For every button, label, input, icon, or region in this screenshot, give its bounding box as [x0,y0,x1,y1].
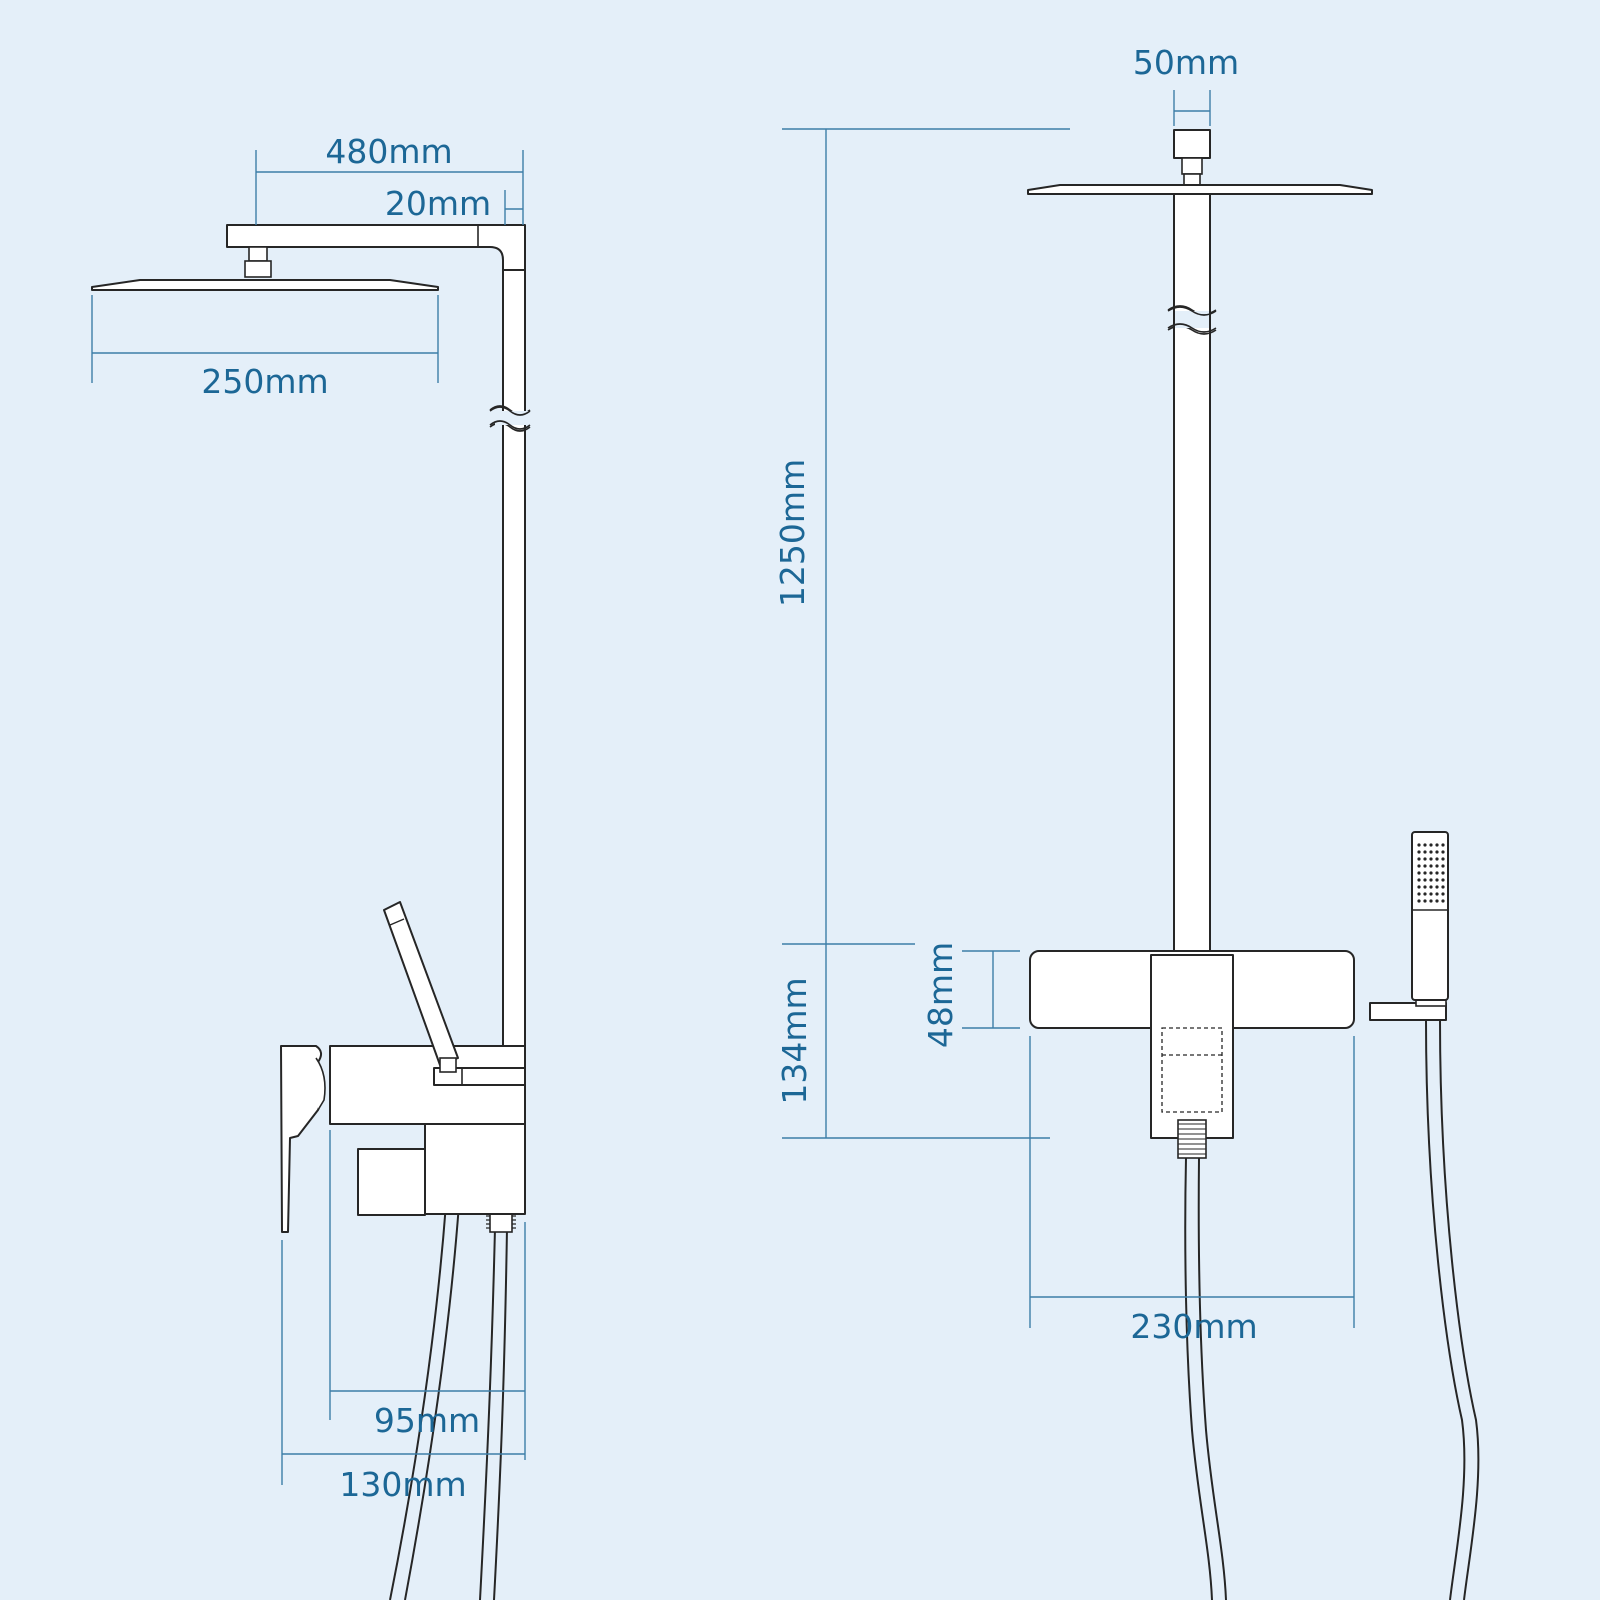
side-rain-head [91,279,439,291]
side-dimensions [91,150,526,1485]
label-pipe-diameter: 50mm [1133,43,1239,82]
label-mixer-height: 48mm [921,942,960,1048]
front-spray-nozzles [1417,843,1445,903]
side-head-connector [248,246,268,262]
front-hand-shower-holder [1369,1002,1447,1021]
side-riser-pipe [489,267,531,1049]
front-hand-shower [1411,831,1449,1001]
label-height: 1250mm [773,459,812,607]
front-view: 50mm 1250mm 134mm 48mm 230mm [773,43,1480,1600]
side-lever-handle [280,1045,323,1233]
front-hidden-valve [1161,1027,1223,1113]
front-threaded-outlet [1177,1119,1207,1159]
front-mixer-body [1150,954,1234,1139]
side-hose-right [479,1227,496,1600]
front-arm-end [1173,129,1211,159]
side-shower-arm [226,224,526,271]
label-mixer-depth: 95mm [374,1401,480,1440]
label-mixer-drop: 134mm [775,977,814,1104]
front-hose-center [1184,1157,1213,1600]
label-head-width: 250mm [201,362,328,401]
label-arm-length: 480mm [325,132,452,171]
side-head-nut [244,260,272,278]
front-hose-right [1425,1019,1466,1600]
side-view: 480mm 20mm 250mm 95mm 130mm [91,132,531,1600]
side-mixer-lower [424,1123,526,1215]
side-hand-shower [383,901,459,1066]
label-mixer-width: 230mm [1130,1307,1257,1346]
side-valve-cap [357,1148,426,1216]
label-arm-thickness: 20mm [385,184,491,223]
front-riser-pipe [1173,189,1211,956]
front-dimensions [782,90,1355,1328]
front-rain-head [1027,184,1373,195]
label-total-depth: 130mm [339,1465,466,1504]
